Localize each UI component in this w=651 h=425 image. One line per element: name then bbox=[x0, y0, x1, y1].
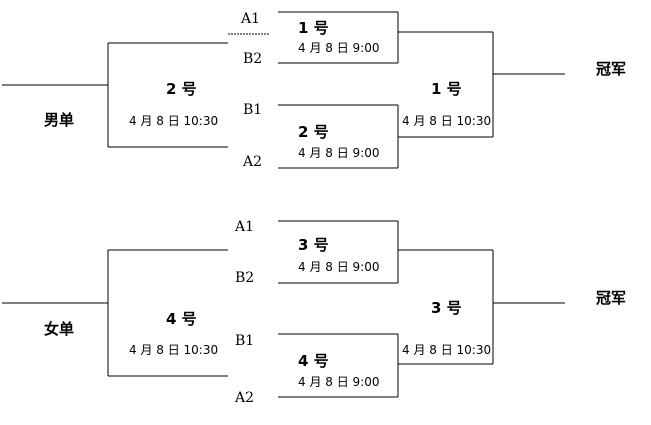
event-label: 男单 bbox=[44, 111, 74, 129]
seed-label: B1 bbox=[243, 102, 262, 118]
left-match-time-label: 4 月 8 日 10:30 bbox=[129, 114, 218, 128]
left-match-court-label: 2 号 bbox=[166, 80, 197, 98]
seed-label: A1 bbox=[234, 219, 254, 235]
left-match-court-label: 4 号 bbox=[166, 310, 197, 328]
final-time-label: 4 月 8 日 10:30 bbox=[402, 114, 491, 128]
semi-time-label: 4 月 8 日 9:00 bbox=[298, 146, 379, 160]
semi-time-label: 4 月 8 日 9:00 bbox=[298, 41, 379, 55]
semi-court-label: 1 号 bbox=[298, 19, 329, 37]
seed-label: A1 bbox=[240, 11, 260, 27]
event-label: 女单 bbox=[44, 320, 74, 338]
semi-time-label: 4 月 8 日 9:00 bbox=[298, 260, 379, 274]
semi-court-label: 2 号 bbox=[298, 123, 329, 141]
champion-label: 冠军 bbox=[596, 60, 626, 78]
seed-label: B2 bbox=[235, 270, 254, 286]
seed-label: A2 bbox=[234, 390, 254, 406]
final-court-label: 1 号 bbox=[431, 80, 462, 98]
seed-label: B2 bbox=[243, 51, 262, 67]
semi-time-label: 4 月 8 日 9:00 bbox=[298, 375, 379, 389]
men-singles-bracket: 男单 冠军 A1 B2 B1 A2 1 号 4 月 8 日 9:00 2 号 4… bbox=[2, 11, 626, 170]
seed-label: B1 bbox=[235, 333, 254, 349]
final-court-label: 3 号 bbox=[431, 299, 462, 317]
left-match-time-label: 4 月 8 日 10:30 bbox=[129, 343, 218, 357]
seed-label: A2 bbox=[242, 154, 262, 170]
women-singles-bracket: 女单 冠军 A1 B2 B1 A2 3 号 4 月 8 日 9:00 4 号 4… bbox=[2, 219, 626, 406]
final-time-label: 4 月 8 日 10:30 bbox=[402, 343, 491, 357]
champion-label: 冠军 bbox=[596, 289, 626, 307]
semi-court-label: 3 号 bbox=[298, 236, 329, 254]
semi-court-label: 4 号 bbox=[298, 352, 329, 370]
